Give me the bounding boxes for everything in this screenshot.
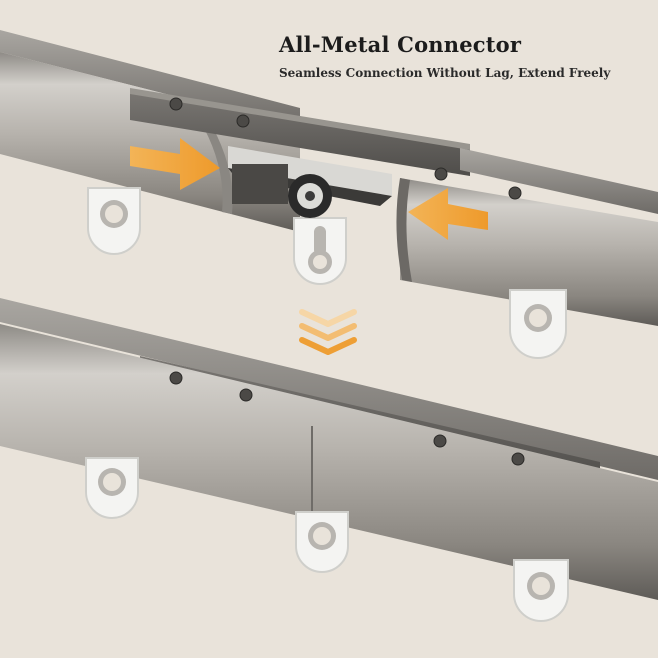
push-arrow-left-icon <box>408 188 488 240</box>
bottom-rail-body <box>0 324 658 600</box>
inner-bracket <box>228 146 392 196</box>
left-rail-track <box>0 30 300 128</box>
subheadline: Seamless Connection Without Lag, Extend … <box>279 66 611 80</box>
screw-icon <box>239 388 253 402</box>
screw-icons <box>169 97 522 200</box>
glider-right <box>509 289 567 359</box>
left-rail-end-cap <box>204 126 233 214</box>
down-chevrons-icon <box>299 309 357 355</box>
bottom-rail-assembly <box>0 298 658 622</box>
glider-bottom-center <box>295 511 349 573</box>
screw-icon <box>169 371 183 385</box>
bottom-gliders <box>85 457 569 622</box>
screw-icon <box>169 97 183 111</box>
glider-left <box>87 187 141 255</box>
top-gliders <box>87 174 567 359</box>
glider-bottom-right <box>513 559 569 622</box>
bottom-rail-track <box>0 298 658 480</box>
screw-icon <box>434 167 448 181</box>
inner-channel <box>232 164 288 204</box>
screw-icon <box>511 452 525 466</box>
screw-icon <box>236 114 250 128</box>
right-rail-end-cap <box>396 178 412 282</box>
bottom-screw-icons <box>169 371 525 466</box>
top-rail-assembly <box>0 30 658 359</box>
push-arrow-right-icon <box>130 138 220 190</box>
connector-plate-top <box>130 88 470 150</box>
screw-icon <box>433 434 447 448</box>
glider-center <box>288 174 347 285</box>
headline: All-Metal Connector <box>279 32 522 57</box>
glider-bottom-left <box>85 457 139 519</box>
right-rail-track <box>460 148 658 214</box>
screw-icon <box>508 186 522 200</box>
connector-plate <box>130 92 470 176</box>
